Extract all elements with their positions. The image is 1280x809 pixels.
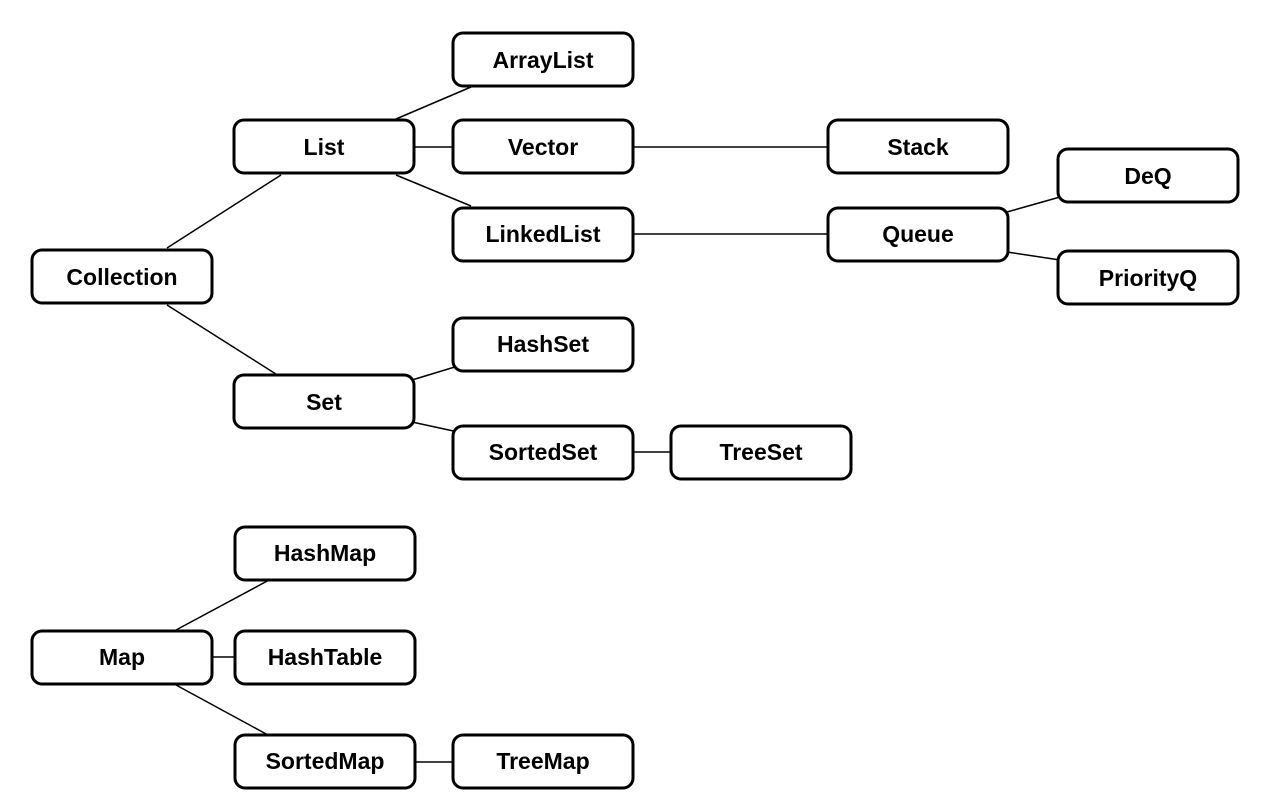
edges xyxy=(166,86,1061,763)
node-priorityq-label: PriorityQ xyxy=(1099,265,1197,291)
node-treeset-label: TreeSet xyxy=(719,439,802,465)
node-treeset: TreeSet xyxy=(669,424,853,481)
edge-collection-set xyxy=(166,304,280,377)
node-treemap: TreeMap xyxy=(451,733,635,790)
node-hashmap: HashMap xyxy=(233,525,417,582)
node-map-label: Map xyxy=(99,644,145,670)
node-hashmap-label: HashMap xyxy=(274,540,376,566)
nodes: Collection List Set ArrayList Vector Lin… xyxy=(30,31,1240,790)
node-deq: DeQ xyxy=(1056,147,1240,204)
node-vector: Vector xyxy=(451,118,635,175)
node-collection-label: Collection xyxy=(66,264,177,290)
node-linkedlist-label: LinkedList xyxy=(485,221,600,247)
edge-list-linkedlist xyxy=(395,174,472,207)
node-linkedlist: LinkedList xyxy=(451,206,635,263)
node-stack-label: Stack xyxy=(887,134,949,160)
node-deq-label: DeQ xyxy=(1124,163,1171,189)
edge-map-hashmap xyxy=(175,578,272,631)
node-list: List xyxy=(232,118,416,175)
node-queue: Queue xyxy=(826,206,1010,263)
edge-collection-list xyxy=(166,174,282,249)
edge-queue-priorityq xyxy=(1006,251,1061,261)
node-sortedmap-label: SortedMap xyxy=(266,748,385,774)
node-treemap-label: TreeMap xyxy=(496,748,589,774)
node-hashtable: HashTable xyxy=(233,629,417,686)
node-sortedset-label: SortedSet xyxy=(489,439,598,465)
node-set: Set xyxy=(232,373,416,430)
node-hashtable-label: HashTable xyxy=(268,644,383,670)
node-list-label: List xyxy=(304,134,345,160)
node-hashset: HashSet xyxy=(451,316,635,373)
edge-queue-deq xyxy=(1006,196,1061,213)
node-priorityq: PriorityQ xyxy=(1056,249,1240,306)
node-arraylist: ArrayList xyxy=(451,31,635,88)
node-sortedmap: SortedMap xyxy=(233,733,417,790)
edge-set-sortedset xyxy=(411,421,459,433)
node-stack: Stack xyxy=(826,118,1010,175)
node-sortedset: SortedSet xyxy=(451,424,635,481)
node-map: Map xyxy=(30,629,214,686)
edge-set-hashset xyxy=(411,365,459,381)
node-vector-label: Vector xyxy=(508,134,578,160)
node-hashset-label: HashSet xyxy=(497,331,589,357)
node-collection: Collection xyxy=(30,248,214,305)
node-arraylist-label: ArrayList xyxy=(493,47,594,73)
node-queue-label: Queue xyxy=(882,221,954,247)
node-set-label: Set xyxy=(306,389,342,415)
edge-map-sortedmap xyxy=(175,684,269,736)
edge-list-arraylist xyxy=(395,86,472,120)
